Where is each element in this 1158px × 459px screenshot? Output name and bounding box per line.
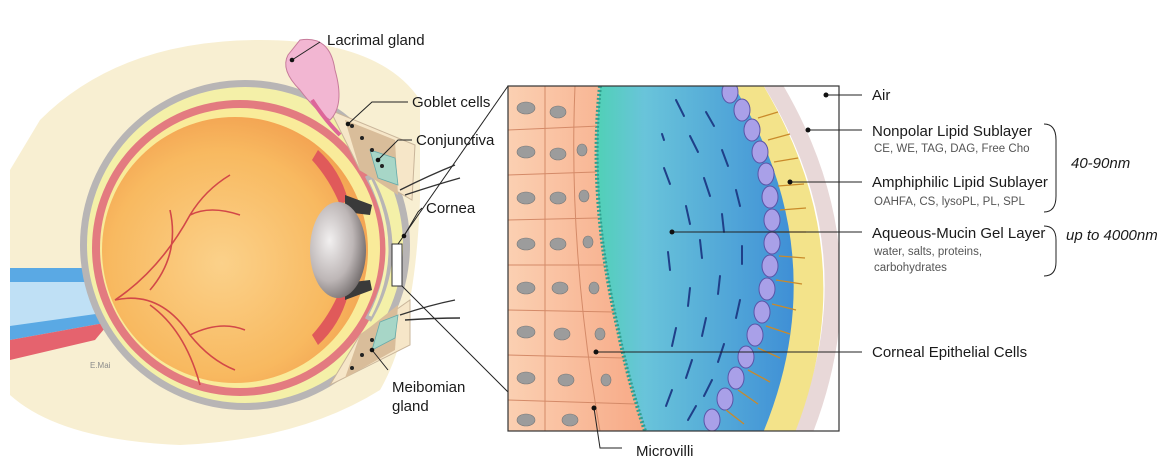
label-conjunctiva: Conjunctiva [416,133,494,148]
label-nonpolar: Nonpolar Lipid Sublayer [872,124,1032,139]
label-cornea: Cornea [426,201,475,216]
label-amphiphilic: Amphiphilic Lipid Sublayer [872,175,1048,190]
label-epithelial: Corneal Epithelial Cells [872,345,1027,360]
label-amphiphilic-sub: OAHFA, CS, lysoPL, PL, SPL [874,196,1025,210]
label-nonpolar-sub: CE, WE, TAG, DAG, Free Cho [874,143,1030,157]
label-aqueous-sub-1: water, salts, proteins, [874,246,982,260]
label-goblet-cells: Goblet cells [412,95,490,110]
label-aqueous-sub-2: carbohydrates [874,262,947,276]
tear-film-zoom [508,80,845,440]
label-microvilli: Microvilli [636,444,694,459]
label-meibomian-line1: Meibomian [392,380,465,395]
label-aqueous: Aqueous-Mucin Gel Layer [872,226,1045,241]
label-air: Air [872,88,890,103]
label-lacrimal-gland: Lacrimal gland [327,33,425,48]
label-meibomian-line2: gland [392,399,429,414]
artist-signature: E.Mai [90,361,110,370]
thickness-lipid: 40-90nm [1071,156,1130,171]
thickness-aqueous: up to 4000nm [1066,228,1158,243]
